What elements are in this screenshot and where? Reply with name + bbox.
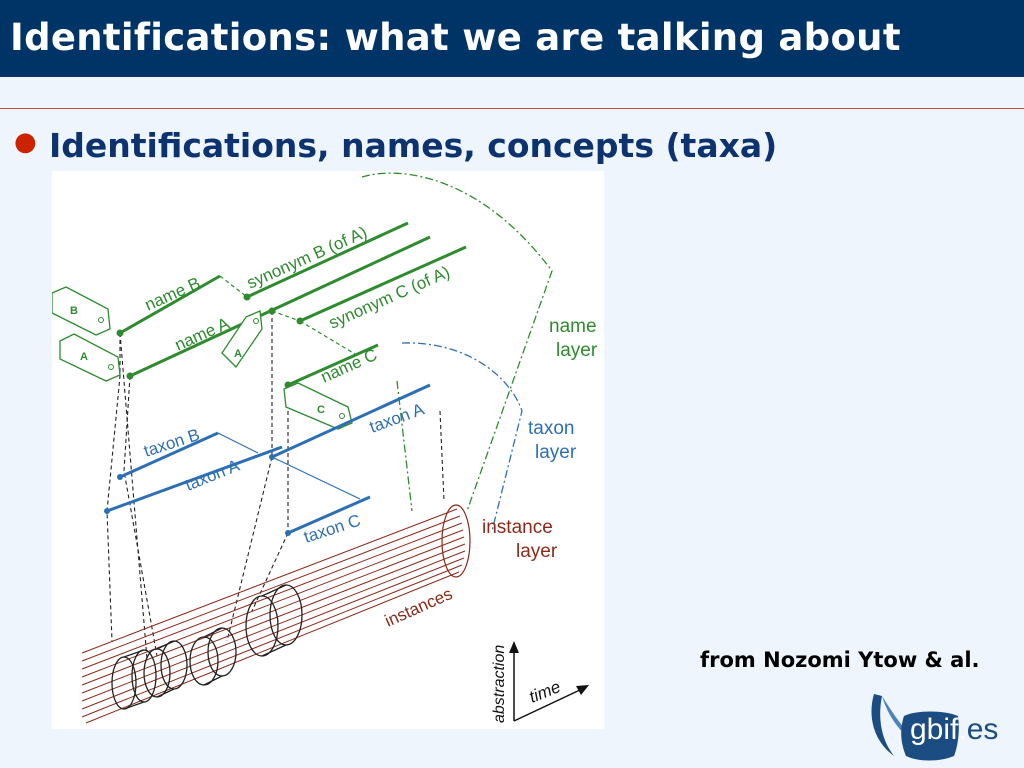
tag-letters: B A A C — [70, 305, 325, 416]
instance-layer-label-1: instance — [482, 517, 553, 538]
label-taxon-a-upper: taxon A — [367, 399, 427, 436]
label-name-b: name B — [142, 273, 203, 314]
axis-time-label: time — [526, 677, 563, 707]
name-nodes — [116, 293, 304, 389]
instance-bundle-end — [441, 504, 471, 578]
gbif-es-logo: gbif.es — [860, 690, 1020, 762]
taxon-layer-label-2: layer — [535, 442, 577, 463]
layer-labels: name layer taxon layer instance layer — [482, 316, 598, 562]
slide-title: Identifications: what we are talking abo… — [10, 16, 901, 59]
bullet-text: Identifications, names, concepts (taxa) — [49, 126, 778, 165]
instances-label: instances — [382, 584, 455, 631]
taxon-nodes — [104, 454, 291, 536]
source-credit: from Nozomi Ytow & al. — [700, 648, 980, 672]
taxon-layer-boundary — [401, 342, 523, 532]
synonym-links — [219, 275, 361, 358]
label-synonym-b: synonym B (of A) — [244, 223, 370, 293]
logo-wordmark: gbif.es — [910, 713, 998, 747]
tag-holes — [98, 317, 345, 419]
tag-letter-a2: A — [234, 348, 242, 360]
logo-dot-text: . — [958, 713, 967, 746]
title-divider — [0, 108, 1024, 109]
logo-gbif-text: gbif — [910, 713, 959, 746]
name-lines — [119, 221, 467, 387]
identification-diagram: name B name A synonym B (of A) synonym C… — [52, 171, 604, 729]
bullet-icon: ● — [14, 127, 37, 157]
logo-sail-icon — [871, 694, 959, 761]
diagram-svg: name B name A synonym B (of A) synonym C… — [52, 172, 598, 724]
identification-rings — [111, 584, 303, 710]
axis-abstraction-label: abstraction — [491, 645, 508, 723]
taxon-lines — [106, 383, 431, 535]
tag-letter-a: A — [80, 351, 88, 363]
tag-letter-c: C — [317, 404, 325, 416]
label-taxon-c: taxon C — [301, 511, 363, 547]
logo-es-text: es — [966, 713, 999, 746]
taxon-links — [217, 432, 361, 500]
name-layer-label-2: layer — [556, 340, 598, 361]
tag-letter-b: B — [70, 305, 78, 317]
axis-arrows — [509, 641, 589, 695]
taxon-layer-labels: taxon B taxon A taxon A taxon C — [141, 399, 427, 547]
label-name-a: name A — [172, 314, 233, 355]
name-layer-label-1: name — [549, 316, 597, 337]
axes — [513, 649, 583, 722]
label-synonym-c: synonym C (of A) — [326, 262, 453, 332]
instance-layer-label-2: layer — [516, 541, 558, 562]
taxon-layer-label-1: taxon — [528, 418, 574, 439]
label-taxon-a-lower: taxon A — [182, 456, 242, 495]
label-name-c: name C — [318, 345, 380, 387]
name-tags — [52, 286, 353, 430]
name-layer-boundary — [361, 172, 553, 512]
title-bar: Identifications: what we are talking abo… — [0, 0, 1024, 77]
